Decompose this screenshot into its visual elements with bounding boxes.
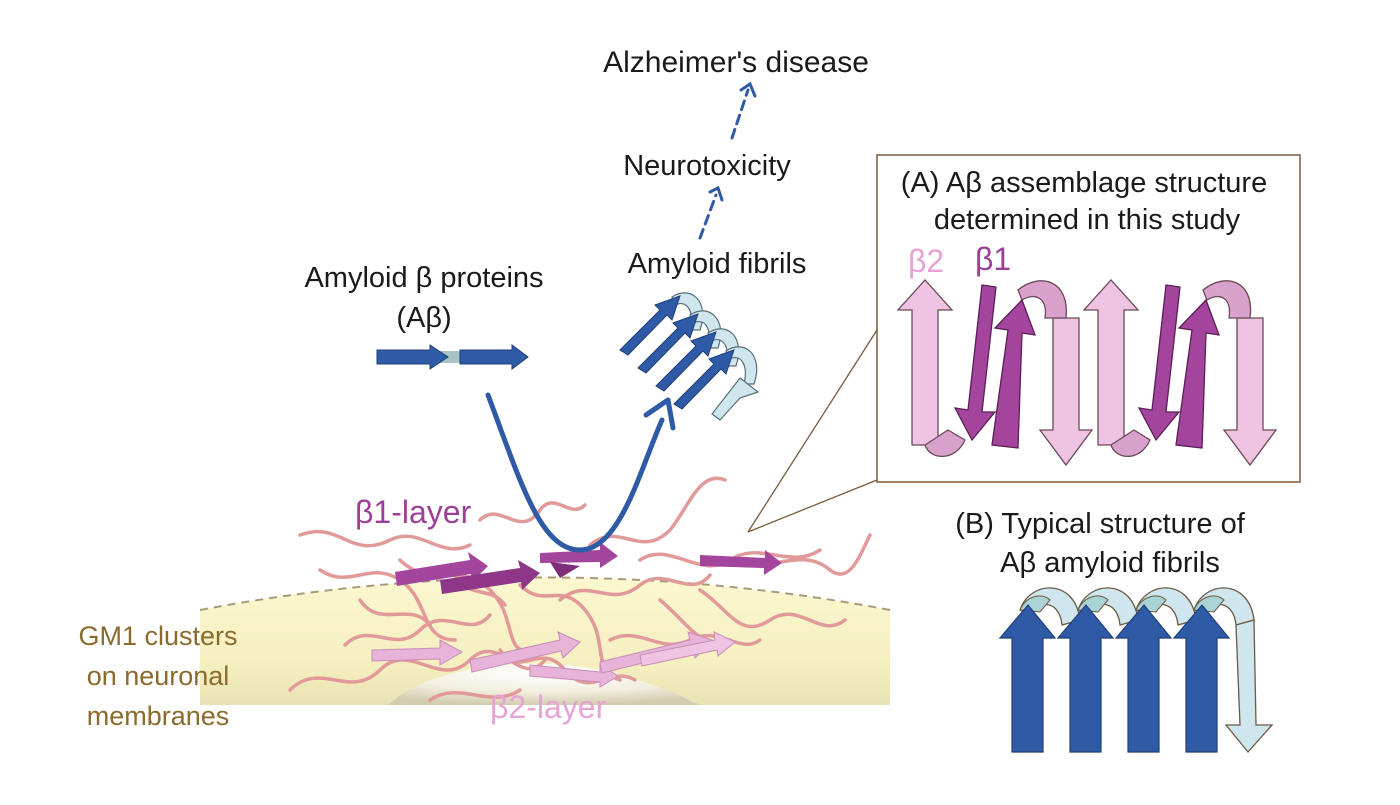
dashed-arrow-to-neurotoxicity [698,193,718,240]
panel-a-beta2-strand-4 [1222,317,1278,467]
amyloid-fibril-icon [619,292,760,421]
panel-a-structure [896,279,1278,467]
panel-b-strand-4 [1172,604,1231,753]
neurotoxicity-label: Neurotoxicity [623,150,791,182]
panel-b-title-line2: Aβ amyloid fibrils [1000,547,1220,579]
panel-a-beta1-strand-1 [953,284,997,442]
panel-a-beta2-label: β2 [908,243,944,279]
panel-a-title-line1: (A) Aβ assemblage structure [901,167,1267,199]
panel-a-title-line2: determined in this study [934,204,1241,236]
callout-line-lower [747,479,878,533]
beta1-layer-label: β1-layer [355,494,472,530]
beta2-layer-label: β2-layer [490,689,607,725]
panel-a-beta2-strand-3 [1082,279,1140,446]
amyloid-beta-label: Amyloid β proteins [304,262,543,294]
alzheimers-label: Alzheimer's disease [603,46,869,79]
panel-b-strand-3 [1114,604,1173,753]
membrane-dashed-edge [199,576,891,611]
callout-lines [747,329,878,533]
callout-line-upper [747,329,878,533]
progression-arrows [698,81,757,240]
gm1-label-line1: GM1 clusters [78,621,237,651]
dashed-arrow-to-alzheimers [730,88,750,140]
arrow-head [643,397,676,431]
aggregation-arrow [485,392,676,553]
abeta-monomer-icon [376,344,529,370]
panel-a-beta1-label: β1 [975,241,1011,277]
gm1-label-line3: membranes [87,701,230,731]
panel-a-beta2-strand-2 [1038,317,1094,467]
beta2-layer-strands [371,631,736,688]
panel-b-title-line1: (B) Typical structure of [955,508,1246,540]
panel-b-structure [998,587,1274,754]
gm1-label-line2: on neuronal [87,661,230,691]
panel-a-beta2-strand-1 [896,279,954,446]
panel-a-beta1-strand-2 [991,298,1036,449]
beta1-layer-strands [395,542,782,594]
panel-b-strand-1 [998,604,1057,753]
panel-a-beta1-strand-4 [1175,298,1220,449]
panel-a-beta1-strand-3 [1137,284,1181,442]
abeta-abbrev-label: (Aβ) [396,302,451,334]
panel-b-strand-2 [1056,604,1115,753]
amyloid-fibrils-label: Amyloid fibrils [628,248,807,280]
